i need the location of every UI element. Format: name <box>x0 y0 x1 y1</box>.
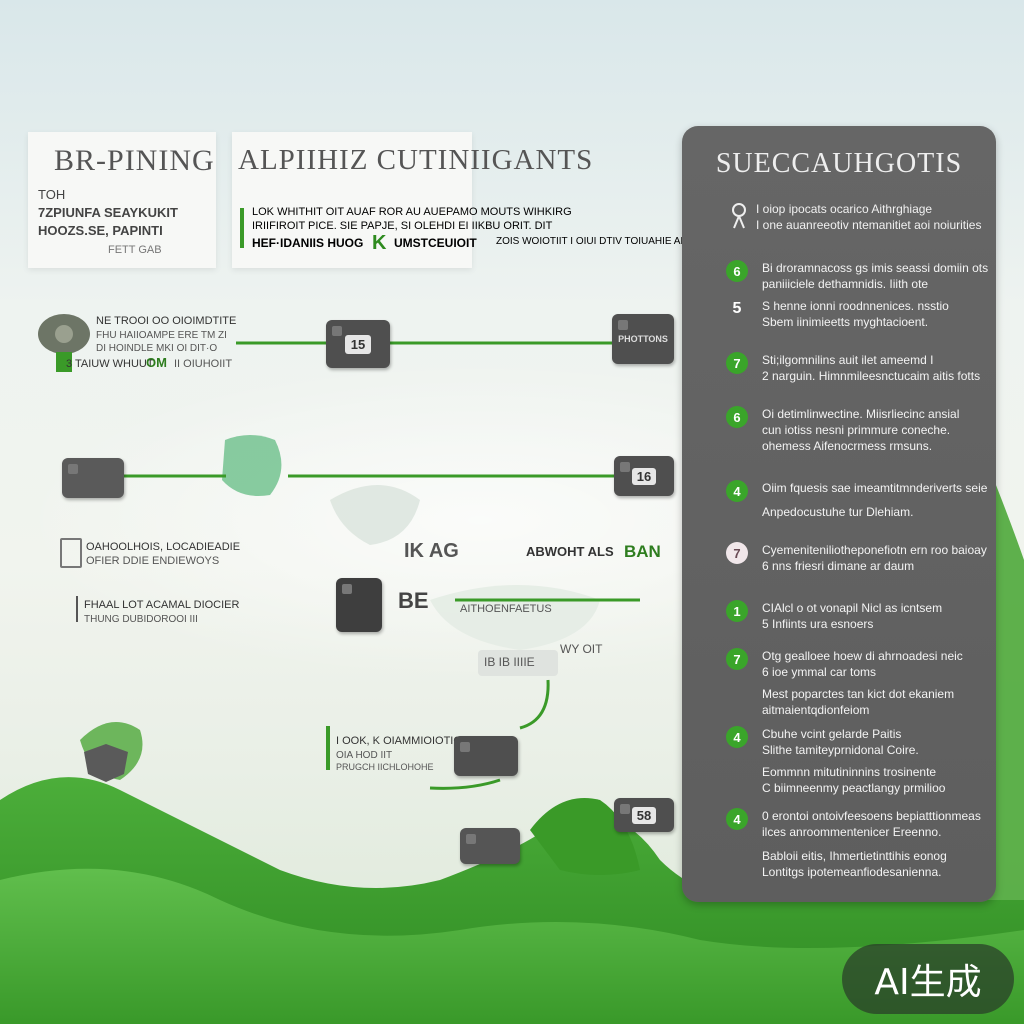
node-be-device <box>336 578 382 632</box>
step-5-line-2: Anpedocustuhe tur Dlehiam. <box>762 505 914 519</box>
header-card-left: BR-PINING TOH 7ZPIUNFA SEAYKUKIT HOOZS.S… <box>28 132 216 268</box>
label-ban: BAN <box>624 542 661 561</box>
node-58-label: 58 <box>631 806 657 824</box>
bar-marker <box>326 726 330 770</box>
accent-bar <box>240 208 244 248</box>
header-card-left-line-4: FETT GAB <box>108 244 162 256</box>
step-10-line-2: ilces anroommentenicer Ereenno. <box>762 825 942 839</box>
header-desc-line-2: IRIIFIROIT PICE. SIE PAPJE, SI OLEHDI EI… <box>252 220 553 232</box>
step-10-badge: 4 <box>726 808 748 830</box>
node-be-label: BE <box>398 588 429 613</box>
step-8-line-4: aitmaientqdionfeiom <box>762 703 870 717</box>
label-lower-left-2: THUNG DUBIDOROOI III <box>84 614 198 625</box>
label-top-left-4: 3 TAIUW WHUUT <box>66 358 154 370</box>
step-9-line-2: Slithe tamiteyprnidonal Coire. <box>762 743 919 757</box>
step-3-line-2: 2 narguin. Himnmileesnctucaim aitis fott… <box>762 369 981 383</box>
header-desc-foot-mid: UMSTCEUIOIT <box>394 236 477 250</box>
label-lower-mid: AITHOENFAETUS <box>460 603 552 615</box>
node-top-left <box>34 310 94 374</box>
step-4-line-2: cun iotiss nesni primmure coneche. <box>762 423 951 437</box>
node-top-right: PHOTTONS <box>612 314 674 364</box>
label-top-left-6: II OIUHOIIT <box>174 358 233 370</box>
panel-intro-1: I oiop ipocats ocarico Aithrghiage <box>756 202 933 216</box>
step-10-line-3: Babloii eitis, Ihmertietinttihis eonog <box>762 849 947 863</box>
idea-icon <box>730 202 748 230</box>
label-bottom-left-2: OIA HOD IIT <box>336 750 393 761</box>
steps-panel: SUECCAUHGOTIS I oiop ipocats ocarico Ait… <box>682 126 996 902</box>
header-desc-foot-key: K <box>372 232 387 254</box>
divider-mark <box>76 596 78 622</box>
node-16: 16 <box>614 456 674 496</box>
step-5-line-1: Oiim fquesis sae imeamtitmnderiverts sei… <box>762 481 988 495</box>
step-3-line-1: Sti;ilgomnilins auit ilet ameemd I <box>762 353 934 367</box>
step-4-line-1: Oi detimlinwectine. Miisrliecinc ansial <box>762 407 960 421</box>
label-bottom-left-3: PRUGCH IICHLOHOHE <box>336 762 434 772</box>
step-4-line-3: ohemess Aifenocrmess rmsuns. <box>762 439 933 453</box>
step-2-badge: 5 <box>732 300 742 317</box>
step-3-badge: 7 <box>726 352 748 374</box>
gear-icon <box>38 314 90 372</box>
node-bottom-cube <box>460 828 520 864</box>
step-2-line-1: S henne ionni roodnnenices. nsstio <box>762 299 949 313</box>
header-desc-line-1: LOK WHITHIT OIT AUAF ROR AU AUEPAMO MOUT… <box>252 206 572 218</box>
header-card-main-title: ALPIIHIZ CUTINIIGANTS <box>238 144 594 176</box>
ai-generated-badge: AI生成 <box>842 944 1014 1014</box>
step-6-badge: 7 <box>726 542 748 564</box>
step-1-line-1: Bi droramnacoss gs imis seassi domiin ot… <box>762 261 989 275</box>
node-15-label: 15 <box>344 334 372 354</box>
step-8-badge: 7 <box>726 648 748 670</box>
step-9-line-1: Cbuhe vcint gelarde Paitis <box>762 727 902 741</box>
step-5-badge: 4 <box>726 480 748 502</box>
label-mid-right: ABWOHT ALS <box>526 544 614 559</box>
step-7-line-1: CIAlcl o ot vonapil Nicl as icntsem <box>762 601 943 615</box>
label-top-left-2: FHU HAIIOAMPE ERE TM ZI <box>96 330 227 341</box>
header-card-left-line-2: 7ZPIUNFA SEAYKUKIT <box>38 205 178 220</box>
node-mid-left <box>62 458 124 498</box>
step-7-line-2: 5 Infiints ura esnoers <box>762 617 874 631</box>
panel-title: SUECCAUHGOTIS <box>715 148 963 179</box>
cube-icon <box>84 744 128 782</box>
panel-intro-2: I one auanreeotiv ntemanitiet aoi noiuri… <box>756 218 982 232</box>
step-6-line-1: Cyemeniteniliotheponefiotn ern roo baioa… <box>762 543 987 557</box>
step-1-line-2: paniiiciele dethamnidis. Iiith ote <box>762 277 929 291</box>
label-mid-num: IK AG <box>404 540 459 562</box>
header-desc-foot-right: ZOIS WOIOTIIT I OIUI DTIV TOIUAHIE AE <box>496 236 688 247</box>
label-mid-left-2: OFIER DDIE ENDIEWOYS <box>86 555 220 567</box>
step-7-badge: 1 <box>726 600 748 622</box>
node-15: 15 <box>326 320 390 368</box>
header-card-left-title: BR-PINING <box>54 144 215 177</box>
label-top-left-5: OM <box>146 355 167 370</box>
header-card-left-line-1: TOH <box>38 187 66 202</box>
header-card-left-line-3: HOOZS.SE, PAPINTI <box>38 223 163 238</box>
label-top-left-1: NE TROOI OO OIOIMDTITE <box>96 315 237 327</box>
step-1-badge: 6 <box>726 260 748 282</box>
header-card-main: ALPIIHIZ CUTINIIGANTS <box>232 132 592 268</box>
step-9-badge: 4 <box>726 726 748 748</box>
cluster-card: IB IB IIIIE <box>478 650 558 676</box>
step-6-line-2: 6 nns friesri dimane ar daum <box>762 559 915 573</box>
node-58: 58 <box>614 798 674 832</box>
step-8-line-3: Mest poparctes tan kict dot ekaniem <box>762 687 955 701</box>
step-10-line-4: Lontitgs ipotemeanfiodesanienna. <box>762 865 942 879</box>
step-8-line-2: 6 ioe ymmal car toms <box>762 665 877 679</box>
step-9-line-3: Eommnn mitutininnins trosinente <box>762 765 937 779</box>
cluster-card-label: IB IB IIIIE <box>484 655 535 669</box>
node-top-right-label: PHOTTONS <box>618 334 668 344</box>
label-top-left-3: DI HOINDLE MKI OI DIT·O <box>96 343 218 354</box>
doc-icon <box>60 538 82 568</box>
cluster-card-top: WY OIT <box>560 642 603 656</box>
label-mid-left-1: OAHOOLHOIS, LOCADIEADIE <box>86 541 241 553</box>
step-8-line-1: Otg gealloee hoew di ahrnoadesi neic <box>762 649 963 663</box>
node-16-label: 16 <box>631 467 657 485</box>
node-bottom-mid <box>454 736 518 776</box>
step-10-line-1: 0 erontoi ontoivfeesoens bepiatttionmeas <box>762 809 981 823</box>
label-lower-left-1: FHAAL LOT ACAMAL DIOCIER <box>84 599 240 611</box>
step-4-badge: 6 <box>726 406 748 428</box>
step-2-line-2: Sbem iinimieetts myghtacioent. <box>762 315 929 329</box>
node-bottom-left <box>80 740 132 784</box>
step-9-line-4: C biimneenmy peactlangy prmilioo <box>762 781 946 795</box>
header-desc-foot-left: HEF·IDANIIS HUOG <box>252 236 364 250</box>
